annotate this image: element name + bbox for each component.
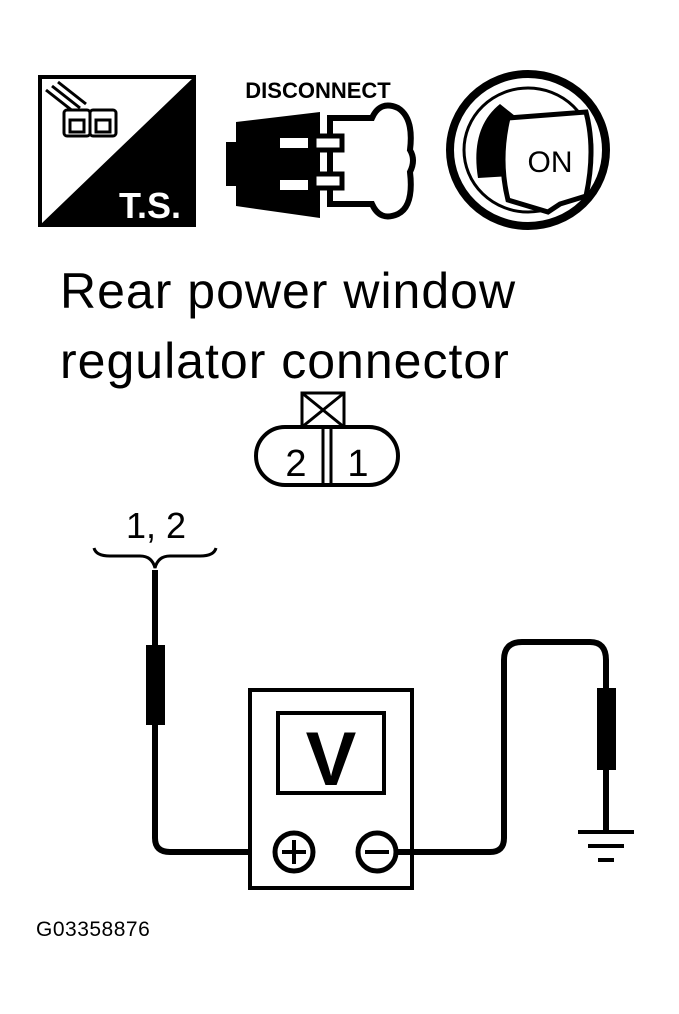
ground-probe-lead — [396, 639, 634, 862]
figure-id: G03358876 — [36, 918, 151, 941]
test-symbol-label: T.S. — [119, 185, 181, 226]
meter-display — [276, 711, 386, 795]
probe-handle-left — [146, 645, 165, 725]
ground-icon — [578, 830, 634, 862]
probe-handle-right — [597, 688, 616, 770]
connector-face: 2 1 — [254, 391, 400, 487]
connector-housing — [254, 425, 400, 487]
connector-pin-1: 1 — [347, 443, 368, 485]
connector-pin-2: 2 — [285, 443, 306, 485]
disconnect-connector-icon: DISCONNECT — [226, 78, 416, 220]
probe-terminal-label: 1, 2 — [126, 505, 186, 546]
ignition-key-on-icon: ON — [446, 70, 610, 230]
disconnect-label: DISCONNECT — [245, 78, 391, 103]
negative-terminal — [355, 830, 399, 874]
voltmeter: V — [248, 688, 414, 890]
ignition-on-label: ON — [528, 146, 573, 179]
test-symbol-icon: T.S. — [38, 75, 196, 227]
positive-probe-lead: 1, 2 — [92, 505, 282, 855]
terminal-brace — [92, 547, 218, 569]
title-line-1: Rear power window — [60, 263, 517, 319]
meter-display-unit: V — [306, 717, 357, 802]
positive-terminal — [272, 830, 316, 874]
title-line-2: regulator connector — [60, 333, 510, 389]
